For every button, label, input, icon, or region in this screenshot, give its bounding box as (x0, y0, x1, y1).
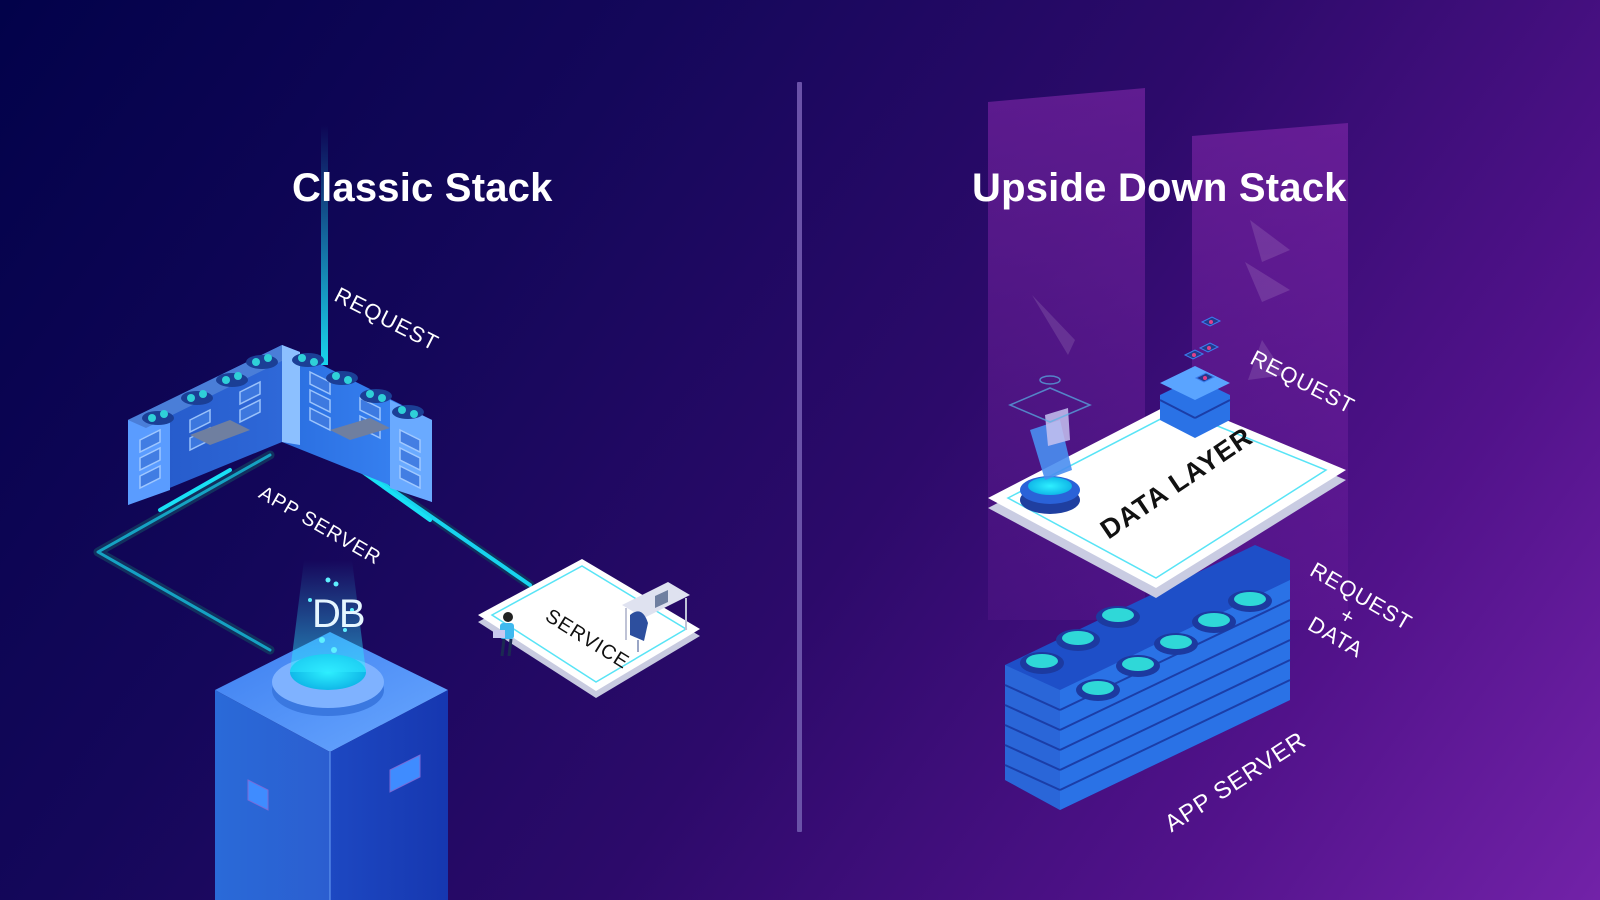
upside-down-stack-title: Upside Down Stack (972, 166, 1347, 210)
db-label: DB (312, 592, 366, 636)
data-server-block (1159, 316, 1231, 438)
classic-stack-title: Classic Stack (292, 166, 553, 210)
service-platform (478, 559, 700, 698)
folder-pedestal (1008, 375, 1092, 514)
app-server-racks (128, 345, 432, 505)
classic-stack-diagram (93, 125, 700, 900)
app-server-stack (1004, 545, 1291, 810)
db-tower (215, 560, 448, 900)
panel-divider (797, 82, 802, 832)
data-layer-platform (988, 400, 1346, 598)
upside-down-stack-diagram (988, 88, 1348, 810)
request-beam (321, 125, 328, 365)
